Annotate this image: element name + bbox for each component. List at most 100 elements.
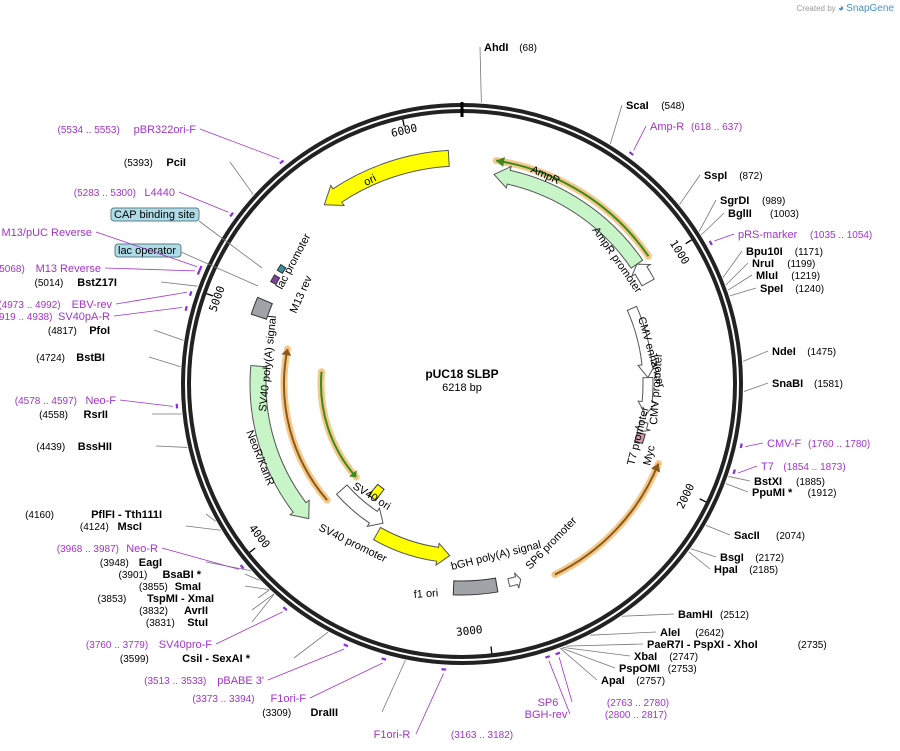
enzyme-leader-nrui (725, 262, 749, 286)
enzyme-leader-pcii (229, 161, 254, 195)
feature-cmv-enhancer (626, 305, 657, 379)
tick-label-2000: 2000 (674, 481, 697, 511)
enzyme-position-mlui: (1219) (791, 271, 820, 282)
lac-operator-label: lac operator (118, 245, 176, 257)
enzyme-name-ppumi: PpuMI * (752, 487, 793, 499)
lac-operator-box (114, 243, 182, 258)
primer-mark-ebv-rev (188, 290, 193, 297)
enzyme-name-bamhi: BamHI (678, 609, 713, 621)
primer-range-amp-r: (618 .. 637) (691, 122, 742, 133)
enzyme-position-sspi: (872) (739, 171, 762, 182)
primer-mark-m13-puc-reverse (198, 265, 203, 271)
primer-name-sv40pro-f: SV40pro-F (159, 639, 212, 651)
enzyme-position-ndei: (1475) (807, 347, 836, 358)
enzyme-leader-bstz17i (160, 281, 198, 287)
primer-mark-pbabe-3 (343, 643, 349, 648)
primer-mark-sp6 (555, 651, 561, 656)
primer-range-f1ori-f: (3373 .. 3394) (192, 694, 254, 705)
enzyme-name-msci: MscI (118, 521, 142, 533)
enzyme-name-bpu10i: Bpu10I (746, 246, 783, 258)
enzyme-position-bsabi: (3901) (118, 570, 147, 581)
feature-m13-rev (270, 274, 281, 286)
primer-leader-pbr322ori-f (199, 128, 280, 160)
enzyme-name-bsshii: BssHII (78, 441, 112, 453)
tick-mark-2000 (699, 498, 707, 503)
primer-name-ebv-rev: EBV-rev (72, 299, 113, 311)
enzyme-position-stui: (3831) (146, 618, 175, 629)
enzyme-leader-bglii (701, 212, 725, 236)
enzyme-leader-ahdi (479, 46, 482, 103)
feature-myc (634, 431, 646, 445)
primer-range-t7: (1854 .. 1873) (783, 462, 845, 473)
primer-range-ebv-rev: (4973 .. 4992) (0, 300, 61, 311)
primer-mark-f1ori-f (381, 657, 387, 661)
primer-leader-f1ori-f (309, 662, 383, 699)
primer-mark-l4440 (229, 212, 234, 218)
plasmid-title: pUC18 SLBP 6218 bp (425, 367, 498, 394)
enzyme-position-avrii: (3832) (139, 606, 168, 617)
primer-leader-ebv-rev (115, 291, 187, 305)
enzyme-name-sacii: SacII (734, 530, 760, 542)
tick-mark-5000 (206, 293, 214, 297)
orf-arrowhead-3 (281, 348, 292, 356)
enzyme-name-sspi: SspI (704, 170, 727, 182)
primer-range-sp6: (2763 .. 2780) (607, 698, 669, 709)
feature-sv40-poly-a-signal (250, 296, 273, 320)
enzyme-leader-alei (590, 631, 657, 636)
enzyme-name-avrii: AvrII (184, 605, 208, 617)
enzyme-leader-smai (244, 585, 270, 590)
primer-leader-t7 (737, 465, 758, 474)
enzyme-leader-sgrdi (698, 199, 717, 232)
primer-mark-amp-r (628, 151, 634, 156)
enzyme-position-bstz17i: (5014) (34, 278, 63, 289)
enzyme-position-bstxi: (1885) (796, 477, 825, 488)
primer-name-t7: T7 (761, 461, 774, 473)
enzyme-leader-pfoi (153, 329, 184, 341)
primer-leader-amp-r (633, 125, 647, 151)
primer-range-bgh-rev: (2800 .. 2817) (605, 710, 667, 721)
enzyme-position-bamhi: (2512) (720, 610, 749, 621)
enzyme-leader-draiii (381, 660, 406, 713)
orf-arc-0 (495, 159, 650, 257)
feature-sp6-promoter (507, 572, 522, 589)
enzyme-leader-bsgi (690, 548, 717, 558)
enzyme-position-bsgi: (2172) (755, 553, 784, 564)
enzyme-leader-bstbi (148, 356, 181, 368)
enzyme-name-bstxi: BstXI (754, 476, 782, 488)
enzyme-position-csii-sexai: (3599) (120, 654, 149, 665)
orf-arrowhead-0 (496, 157, 505, 167)
enzyme-position-draiii: (3309) (262, 708, 291, 719)
orf-arrowhead-2 (348, 470, 357, 478)
primer-name-neo-f: Neo-F (85, 395, 116, 407)
enzyme-name-mlui: MluI (756, 270, 778, 282)
enzyme-position-pspomi: (2753) (668, 664, 697, 675)
feature-label-sv40-promoter: SV40 promoter (317, 522, 389, 565)
plasmid-name: pUC18 SLBP (425, 367, 498, 381)
primer-range-sv40pa-r: (4919 .. 4938) (0, 312, 52, 323)
enzyme-position-snabi: (1581) (814, 379, 843, 390)
primer-leader-sv40pa-r (113, 307, 183, 317)
enzyme-name-csii-sexai: CsiI - SexAI * (182, 653, 251, 665)
credit-brand: SnapGene (846, 3, 894, 14)
feature-lac-promoter (276, 263, 287, 274)
feature-sv40-promoter (335, 484, 384, 528)
enzyme-name-scai: ScaI (626, 100, 649, 112)
orf-arc-3 (283, 348, 328, 501)
primer-range-neo-r: (3968 .. 3987) (57, 544, 119, 555)
primer-name-neo-r: Neo-R (126, 543, 158, 555)
primer-range-l4440: (5283 .. 5300) (74, 188, 136, 199)
enzyme-leader-bpu10i (722, 250, 743, 278)
enzyme-leader-apai (559, 648, 598, 681)
enzyme-name-bsabi: BsaBI * (162, 569, 201, 581)
enzyme-position-eagi: (3948) (100, 558, 129, 569)
enzyme-position-ahdi: (68) (519, 43, 537, 54)
primer-mark-prs-marker (708, 240, 713, 246)
primer-range-m13-reverse: (5052 .. 5068) (0, 264, 25, 275)
enzyme-position-pcii: (5393) (124, 158, 153, 169)
plasmid-backbone (181, 102, 743, 665)
feature-ori (323, 149, 450, 207)
cap-binding-site-leader (198, 220, 263, 269)
tick-label-4000: 4000 (246, 522, 273, 551)
enzyme-position-sgrdi: (989) (762, 196, 785, 207)
enzyme-position-nrui: (1199) (787, 259, 815, 270)
